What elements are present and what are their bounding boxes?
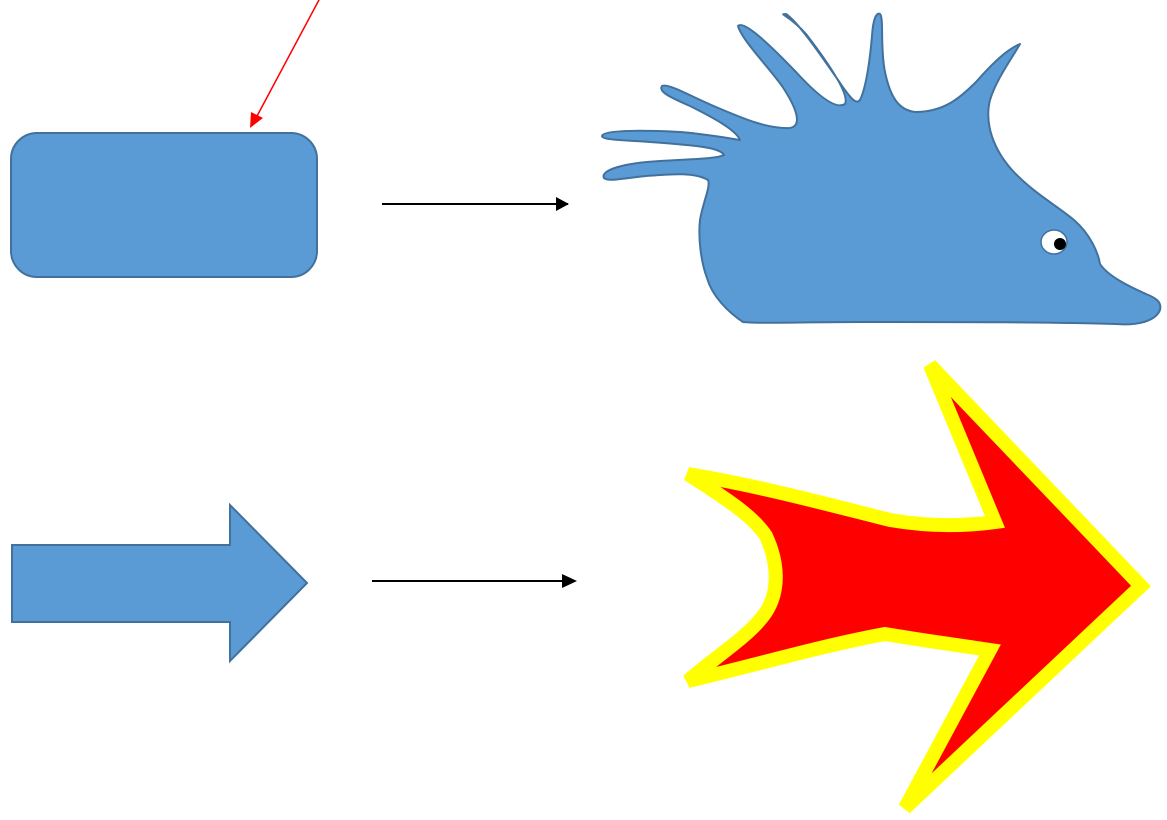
warped-block-arrow-shape[interactable] (683, 360, 1151, 814)
spiky-creature-shape[interactable] (601, 12, 1162, 326)
connector-arrow-top-tip (556, 197, 569, 211)
creature-pupil (1054, 238, 1066, 250)
block-arrow-shape[interactable] (11, 502, 309, 664)
rounded-rectangle-shape[interactable] (10, 132, 318, 278)
red-pointer-arrow (250, 0, 320, 128)
connector-arrow-bottom-tip (562, 574, 577, 588)
